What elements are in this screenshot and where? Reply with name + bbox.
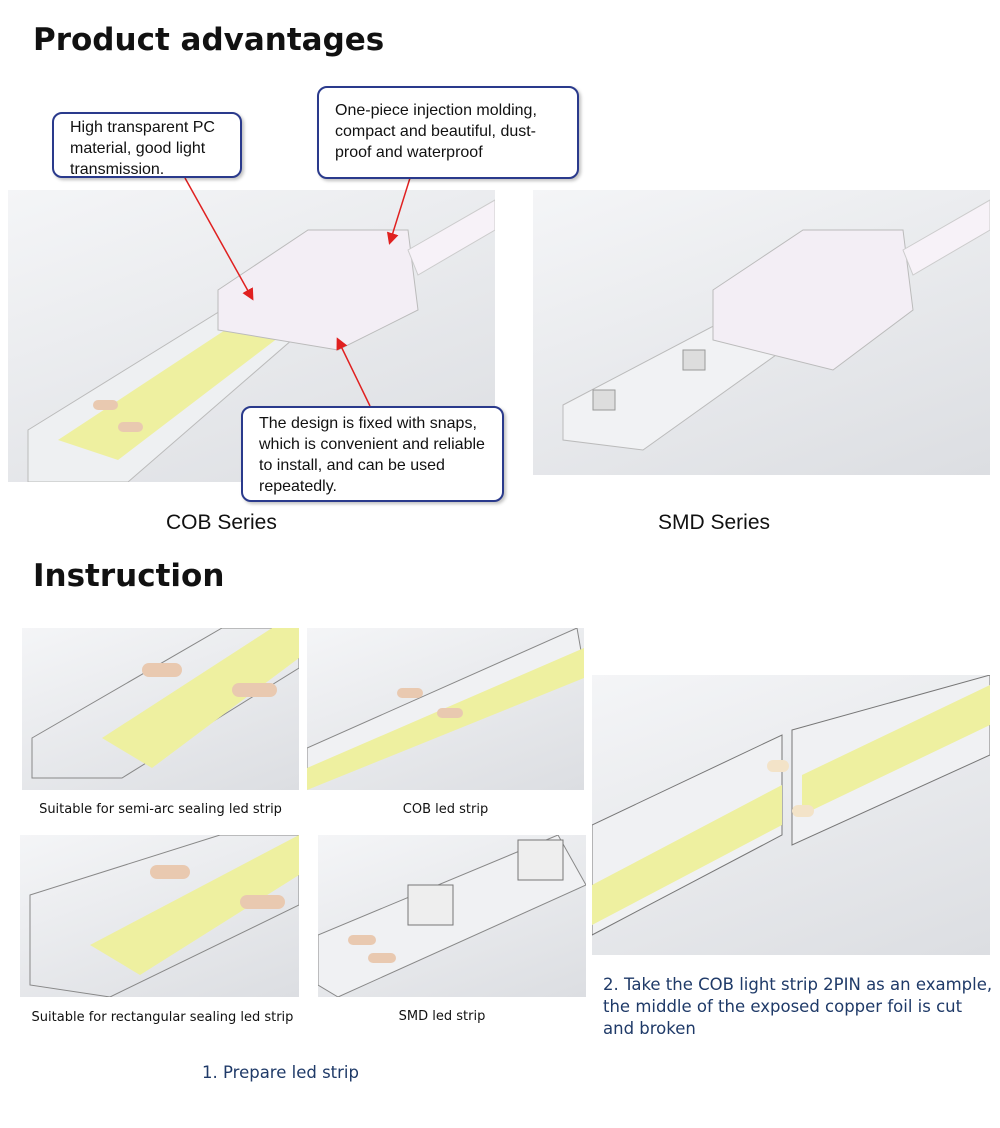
smd-connector-image bbox=[533, 190, 990, 475]
rectangular-strip-image bbox=[20, 835, 299, 997]
callout-snap-design: The design is fixed with snaps, which is… bbox=[241, 406, 504, 502]
advantages-title: Product advantages bbox=[33, 22, 385, 58]
cob-strip-image bbox=[307, 628, 584, 790]
caption-cob-strip: COB led strip bbox=[402, 802, 489, 817]
smd-strip-image bbox=[318, 835, 586, 997]
caption-rectangular: Suitable for rectangular sealing led str… bbox=[31, 1010, 294, 1025]
smd-series-label: SMD Series bbox=[658, 511, 771, 534]
step-2-text: 2. Take the COB light strip 2PIN as an e… bbox=[603, 975, 993, 1038]
semi-arc-strip-image bbox=[22, 628, 299, 790]
caption-smd-strip: SMD led strip bbox=[398, 1009, 486, 1024]
cut-cob-strip-image bbox=[592, 675, 990, 955]
caption-semi-arc: Suitable for semi-arc sealing led strip bbox=[39, 802, 282, 817]
cob-series-label: COB Series bbox=[166, 511, 277, 534]
callout-injection-molding: One-piece injection molding, compact and… bbox=[317, 86, 579, 179]
step-1-text: 1. Prepare led strip bbox=[202, 1063, 359, 1082]
instruction-title: Instruction bbox=[33, 558, 225, 594]
callout-pc-material: High transparent PC material, good light… bbox=[52, 112, 242, 178]
